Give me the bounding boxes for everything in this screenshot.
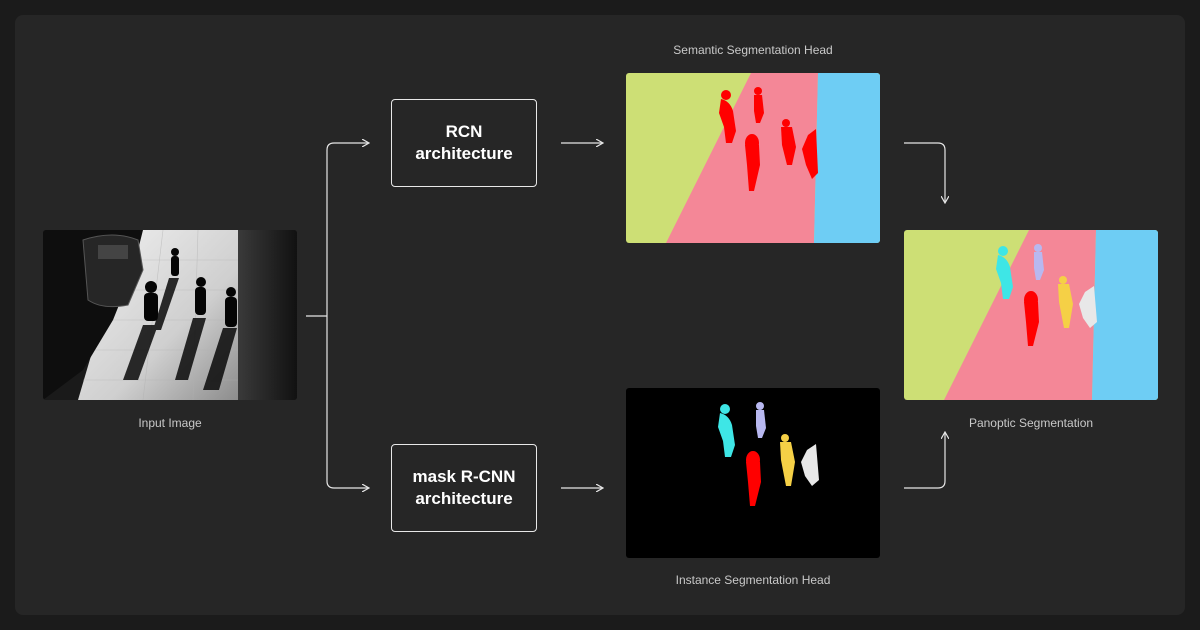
- instance-segmentation-image: [626, 388, 880, 558]
- mask-rcnn-subtitle: architecture: [415, 489, 513, 508]
- mask-rcnn-title: mask R-CNN: [412, 467, 516, 486]
- input-image: [43, 230, 297, 400]
- panoptic-label: Panoptic Segmentation: [968, 416, 1094, 430]
- panoptic-segmentation-image: [904, 230, 1158, 400]
- semantic-segmentation-image: [626, 73, 880, 243]
- arrow-instance-to-panoptic: [904, 433, 945, 489]
- rcn-subtitle: architecture: [415, 144, 513, 163]
- input-image-label: Input Image: [138, 416, 202, 430]
- rcn-architecture-box: RCN architecture: [391, 99, 537, 187]
- instance-head-label: Instance Segmentation Head: [675, 573, 831, 587]
- arrow-semantic-to-panoptic: [904, 142, 945, 202]
- mask-rcnn-architecture-box: mask R-CNN architecture: [391, 444, 537, 532]
- arrow-split-vertical: [326, 143, 368, 151]
- arrow-split-lower: [326, 150, 368, 488]
- semantic-head-label: Semantic Segmentation Head: [673, 43, 833, 57]
- rcn-title: RCN: [445, 122, 483, 141]
